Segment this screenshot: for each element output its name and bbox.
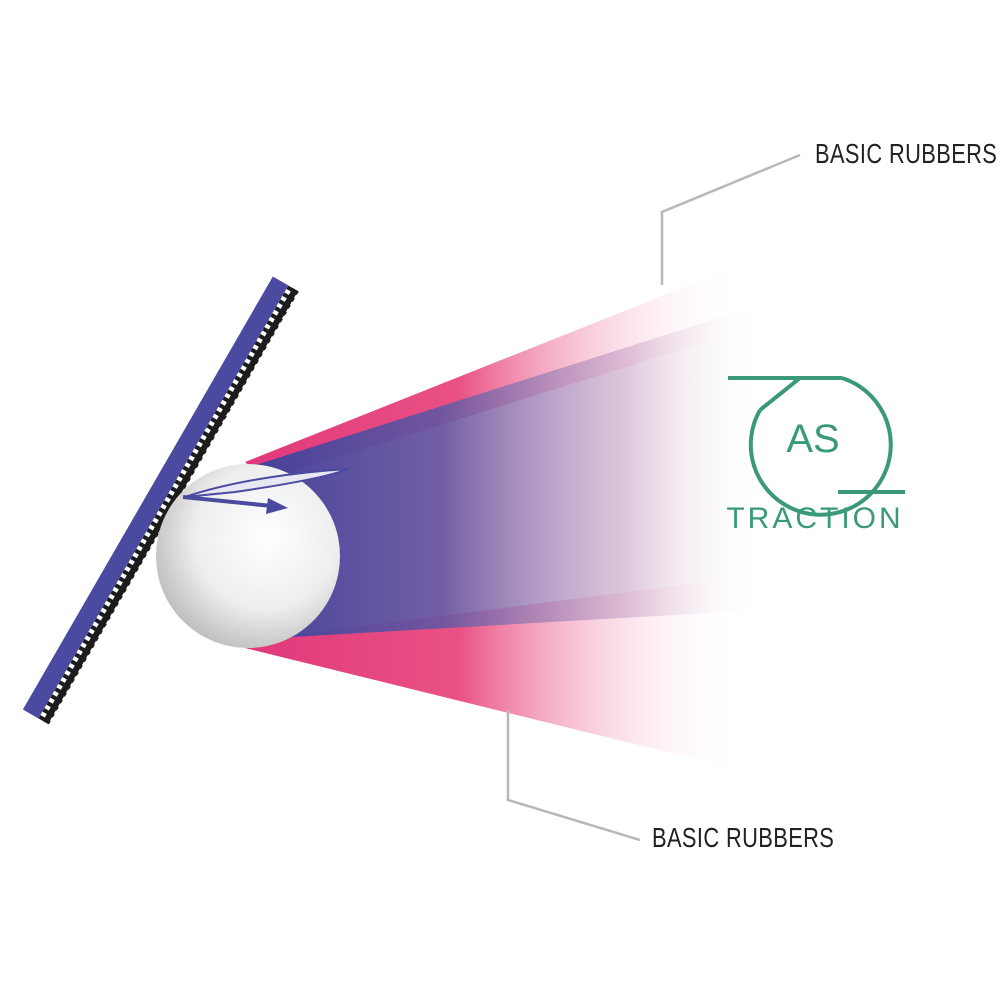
logo-monogram: AS xyxy=(786,417,839,461)
paddle-blade xyxy=(22,276,289,719)
beam-top-pink xyxy=(245,265,760,480)
callout-line-top xyxy=(660,153,801,285)
callout-line-bottom xyxy=(506,710,641,842)
ball xyxy=(156,464,340,648)
beam-center-purple xyxy=(240,305,760,640)
paddle xyxy=(22,276,299,725)
spin-arrow-icon xyxy=(182,468,349,514)
as-traction-logo: AS TRACTION xyxy=(726,376,905,535)
callout-label-top: BASIC RUBBERS xyxy=(815,138,998,169)
callout-label-bottom: BASIC RUBBERS xyxy=(652,822,835,853)
paddle-pimples xyxy=(38,285,299,725)
logo-wordmark: TRACTION xyxy=(726,502,903,535)
